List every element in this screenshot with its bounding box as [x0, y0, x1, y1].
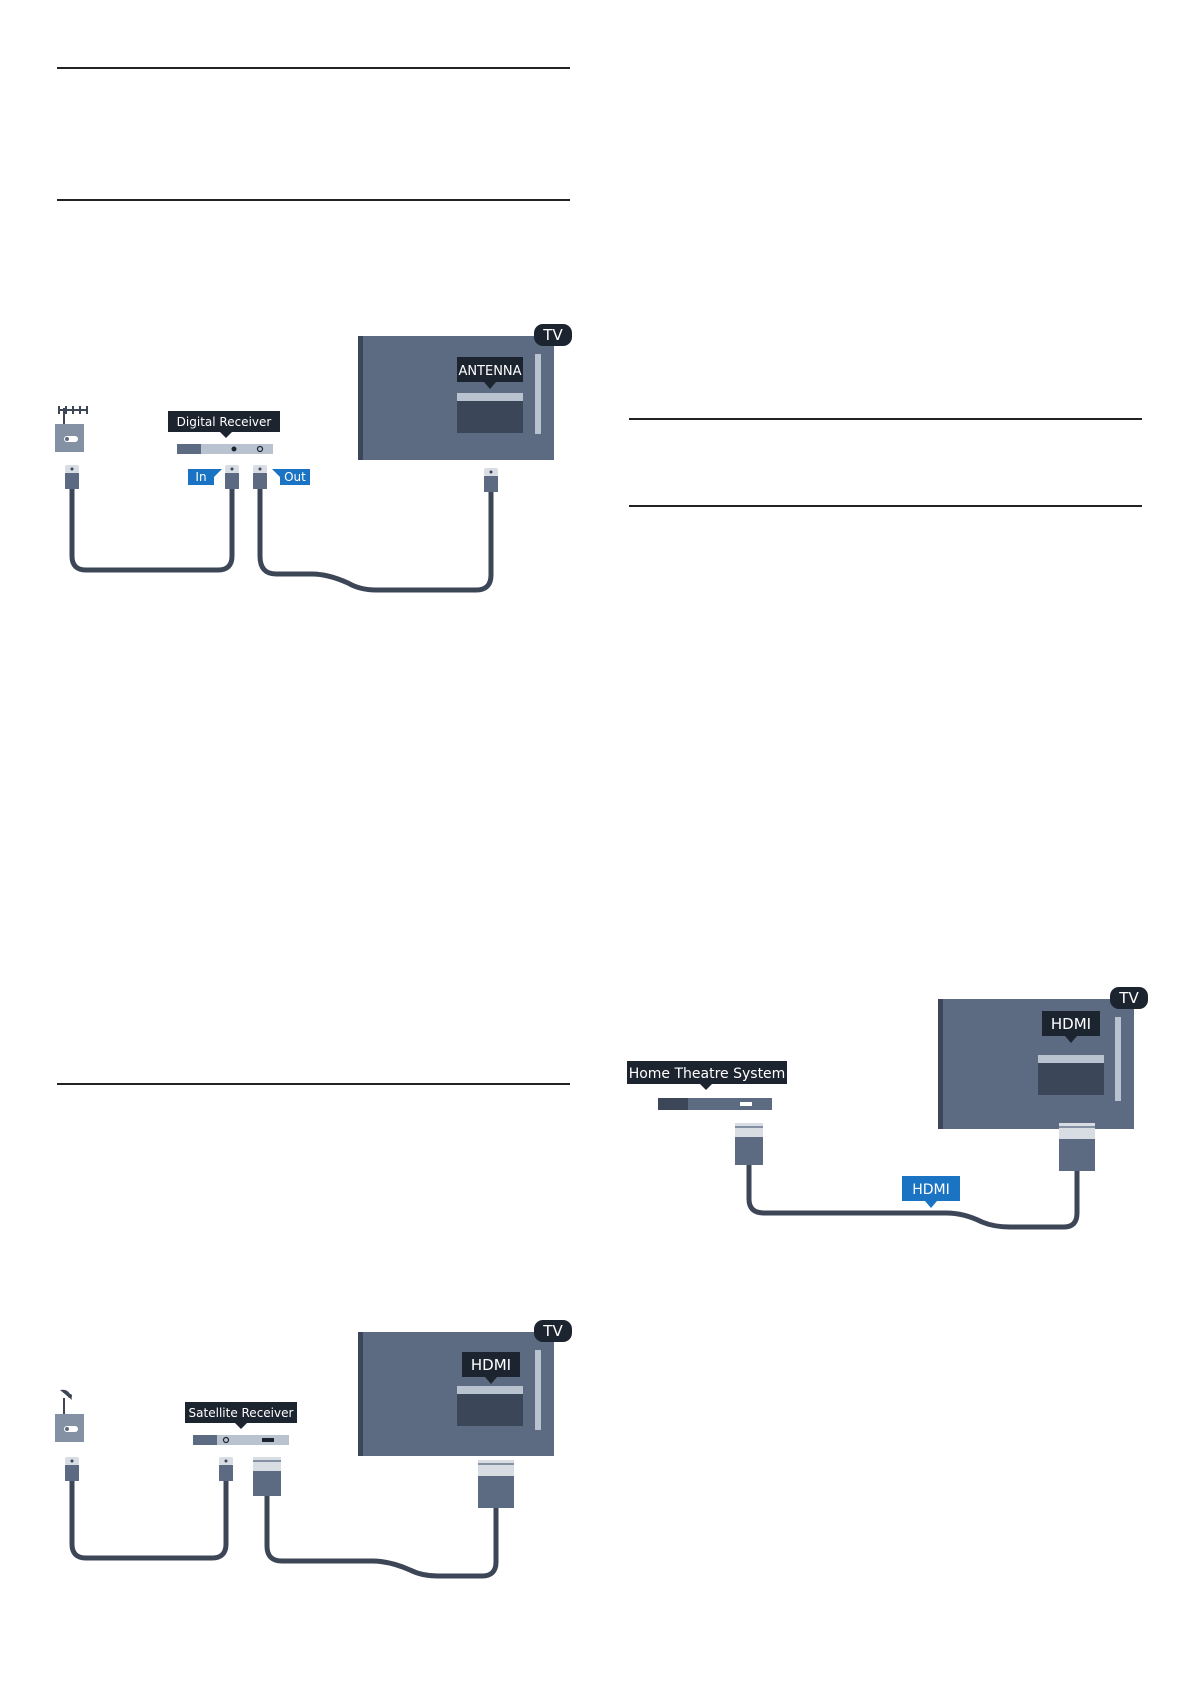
coax-connector [219, 1457, 233, 1481]
tv-badge-text: TV [542, 1322, 563, 1340]
tv-port-label-text: HDMI [471, 1356, 511, 1374]
wall-socket-icon [55, 424, 84, 452]
section-rule [629, 505, 1142, 507]
section-rule [629, 418, 1142, 420]
hdmi-connector [253, 1457, 281, 1496]
wall-socket-icon [55, 1414, 84, 1442]
device-label: Digital Receiver [168, 411, 280, 438]
coax-connector [65, 465, 79, 489]
coax-connector [65, 1457, 79, 1481]
tv-icon [358, 336, 554, 460]
coax-connector [225, 465, 239, 489]
hdmi-connector [735, 1123, 763, 1165]
cable-label-text: HDMI [912, 1182, 950, 1198]
tv-icon [938, 999, 1134, 1129]
coax-connector [484, 468, 498, 492]
hdmi-connector [478, 1460, 514, 1508]
antenna-connection-diagram: TV ANTENNA Digital Receiver In [55, 324, 572, 593]
tv-port-label: HDMI [1042, 1011, 1100, 1043]
hdmi-cable [264, 1496, 499, 1579]
satellite-connection-diagram: TV HDMI Satellite Receiver [55, 1320, 572, 1579]
coax-cable [69, 489, 235, 573]
coax-cable [69, 1481, 229, 1561]
tv-port-label-text: HDMI [1051, 1015, 1091, 1033]
tv-badge: TV [1110, 987, 1148, 1009]
section-rule [57, 199, 570, 201]
device-label: Satellite Receiver [185, 1402, 297, 1429]
hdmi-cable [746, 1165, 1080, 1230]
satellite-dish-icon [60, 1389, 72, 1414]
tv-port-label: HDMI [462, 1352, 520, 1384]
home-theatre-connection-diagram: TV HDMI Home Theatre System HDMI [627, 987, 1148, 1230]
section-rule [57, 67, 570, 69]
satellite-receiver-icon [193, 1435, 289, 1445]
digital-receiver-icon [177, 444, 273, 454]
device-label-text: Home Theatre System [629, 1066, 786, 1082]
cable-label: HDMI [902, 1176, 960, 1208]
coax-connector [253, 465, 267, 489]
coax-cable [257, 489, 494, 593]
section-rule [57, 1083, 570, 1085]
tv-badge-text: TV [1118, 989, 1139, 1007]
device-label-text: Digital Receiver [177, 415, 272, 429]
antenna-icon [58, 406, 88, 424]
hdmi-connector [1059, 1123, 1095, 1171]
tv-port-label: ANTENNA [457, 357, 523, 389]
device-label-text: Satellite Receiver [189, 1406, 294, 1420]
tv-port-label-text: ANTENNA [458, 364, 521, 379]
in-label: In [188, 469, 222, 485]
tv-badge: TV [534, 324, 572, 346]
home-theatre-system-icon [658, 1098, 772, 1110]
tv-badge-text: TV [542, 326, 563, 344]
out-label: Out [272, 469, 310, 485]
in-label-text: In [195, 470, 206, 484]
tv-icon [358, 1332, 554, 1456]
out-label-text: Out [284, 470, 306, 484]
tv-badge: TV [534, 1320, 572, 1342]
device-label: Home Theatre System [627, 1061, 787, 1090]
